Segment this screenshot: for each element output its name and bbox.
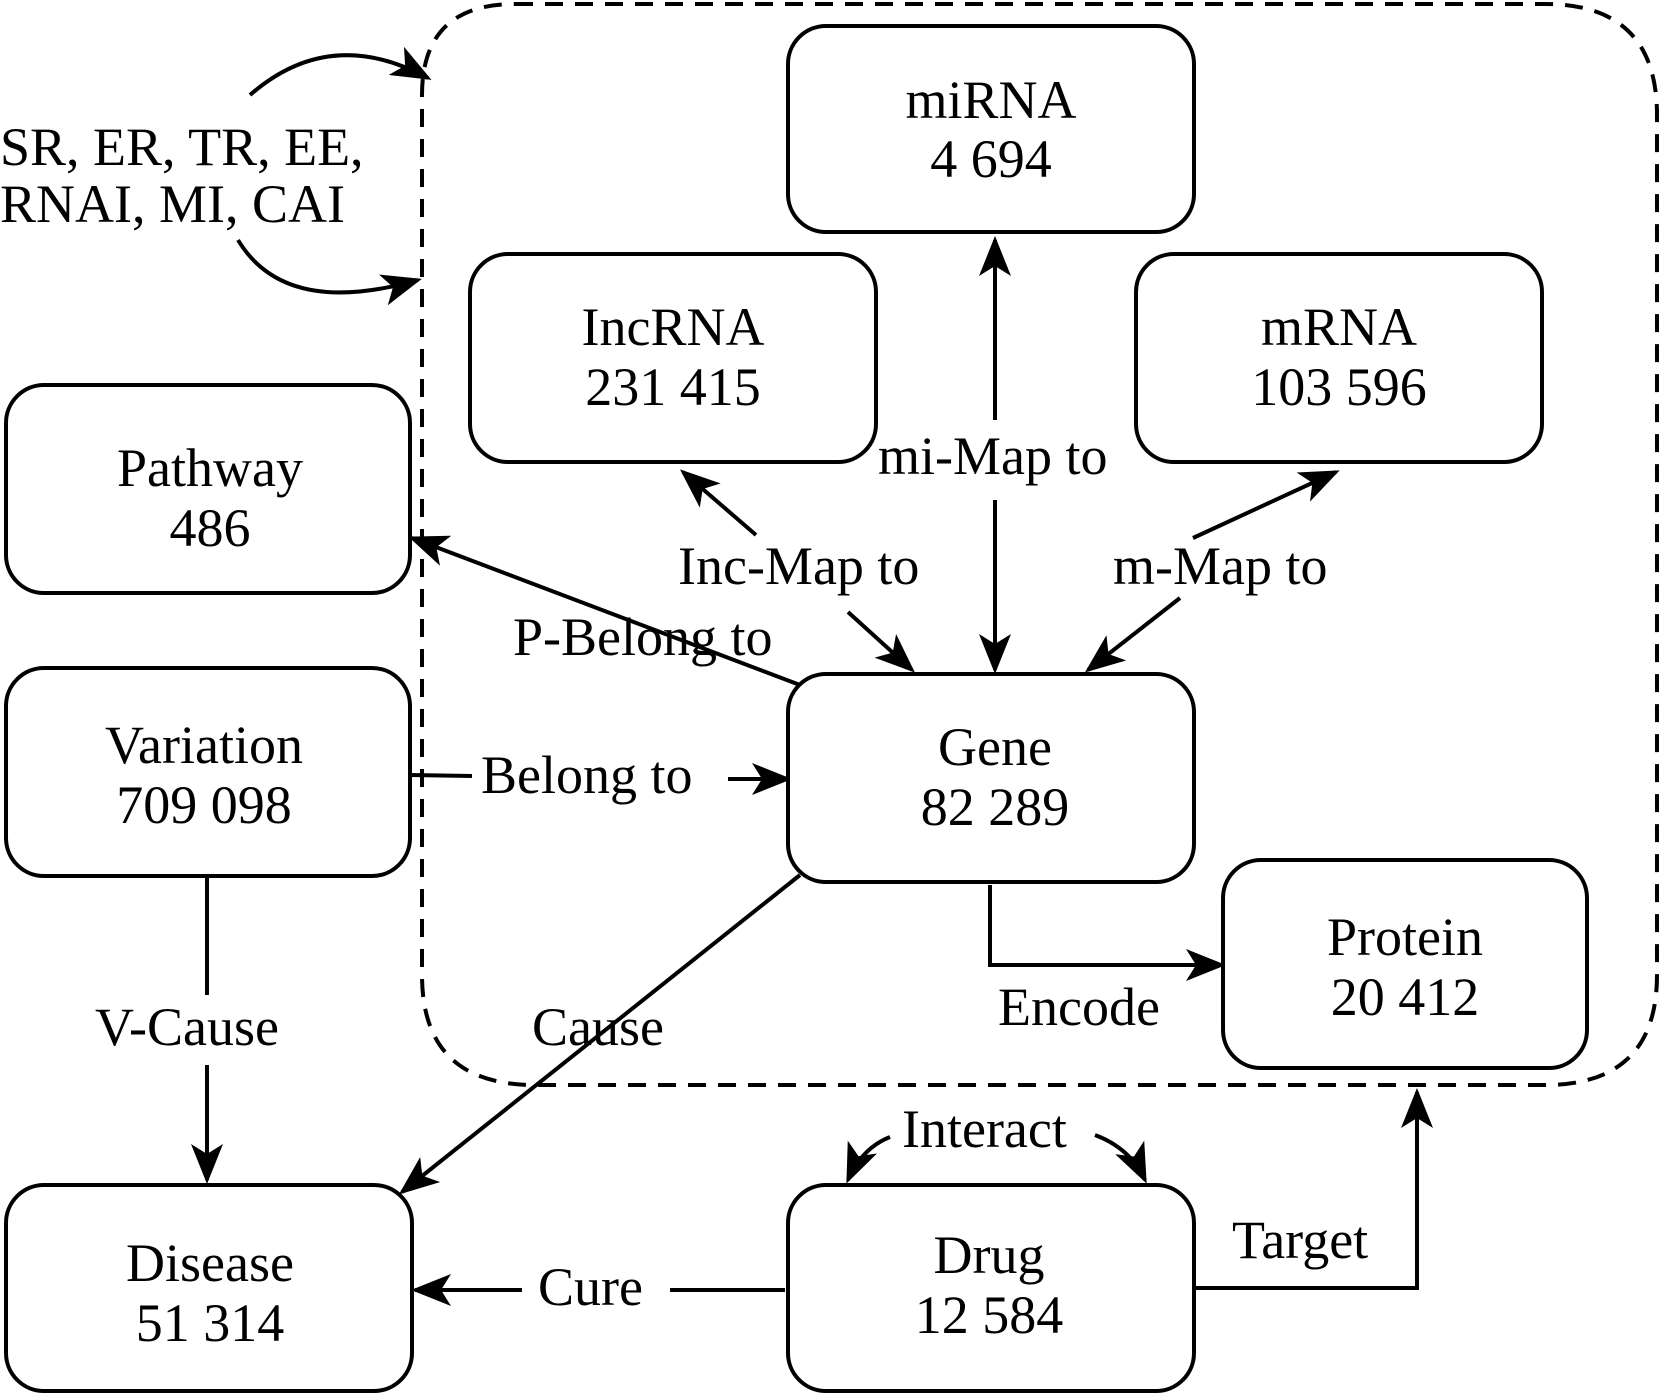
edge-encode: [988, 885, 1226, 981]
self-loop-label-line1: SR, ER, TR, EE,: [0, 117, 364, 177]
node-drug: Drug 12 584: [786, 1183, 1196, 1393]
node-mrna: mRNA 103 596: [1134, 252, 1544, 464]
edge-labels: SR, ER, TR, EE, RNAI, MI, CAI mi-Map to …: [0, 117, 1368, 1317]
interact-arrow-left: [846, 1135, 891, 1184]
node-variation-count: 709 098: [116, 775, 292, 835]
node-variation-name: Variation: [105, 715, 303, 775]
edge-belong-line: [409, 773, 473, 778]
node-gene-count: 82 289: [921, 777, 1070, 837]
node-drug-count: 12 584: [915, 1285, 1064, 1345]
node-drug-name: Drug: [934, 1225, 1045, 1285]
v-cause-label: V-Cause: [95, 997, 279, 1057]
mi-map-label: mi-Map to: [878, 426, 1107, 486]
p-belong-label: P-Belong to: [513, 607, 773, 667]
node-gene-name: Gene: [938, 717, 1052, 777]
node-lncrna-count: 231 415: [585, 357, 761, 417]
node-protein-count: 20 412: [1331, 967, 1480, 1027]
node-pathway: Pathway 486: [4, 383, 412, 595]
node-variation: Variation 709 098: [4, 666, 412, 878]
node-lncrna-name: IncRNA: [582, 297, 765, 357]
node-pathway-name: Pathway: [117, 438, 303, 498]
edge-m-map-down: [1084, 596, 1182, 673]
cure-label: Cure: [538, 1257, 643, 1317]
interact-arrow-right: [1094, 1133, 1147, 1184]
node-mrna-name: mRNA: [1261, 297, 1417, 357]
edge-lnc-map-up: [679, 469, 758, 537]
node-disease: Disease 51 314: [4, 1183, 414, 1393]
edge-p-belong: [408, 535, 801, 687]
belong-label: Belong to: [481, 745, 693, 805]
node-mrna-count: 103 596: [1251, 357, 1427, 417]
node-pathway-count: 486: [170, 498, 251, 558]
node-gene: Gene 82 289: [786, 672, 1196, 884]
encode-label: Encode: [998, 977, 1160, 1037]
node-disease-name: Disease: [126, 1233, 294, 1293]
edge-target: [1195, 1088, 1433, 1290]
lnc-map-label: Inc-Map to: [678, 536, 919, 596]
self-loop-arrow-top: [248, 46, 432, 97]
edges: [191, 46, 1433, 1306]
node-mirna: miRNA 4 694: [786, 24, 1196, 234]
m-map-label: m-Map to: [1113, 536, 1327, 596]
node-mirna-count: 4 694: [930, 129, 1052, 189]
self-loop-label-line2: RNAI, MI, CAI: [0, 174, 345, 234]
edge-m-map-up: [1192, 470, 1340, 540]
edge-cause: [398, 873, 802, 1195]
cause-label: Cause: [532, 997, 664, 1057]
node-lncrna: IncRNA 231 415: [468, 252, 878, 464]
target-label: Target: [1232, 1210, 1368, 1270]
interact-label: Interact: [902, 1099, 1067, 1159]
node-mirna-name: miRNA: [905, 70, 1076, 130]
self-loop-arrow-bottom: [236, 238, 422, 306]
node-disease-count: 51 314: [136, 1293, 285, 1353]
edge-lnc-map-down: [846, 610, 915, 673]
node-protein: Protein 20 412: [1221, 858, 1589, 1070]
node-protein-name: Protein: [1327, 907, 1483, 967]
